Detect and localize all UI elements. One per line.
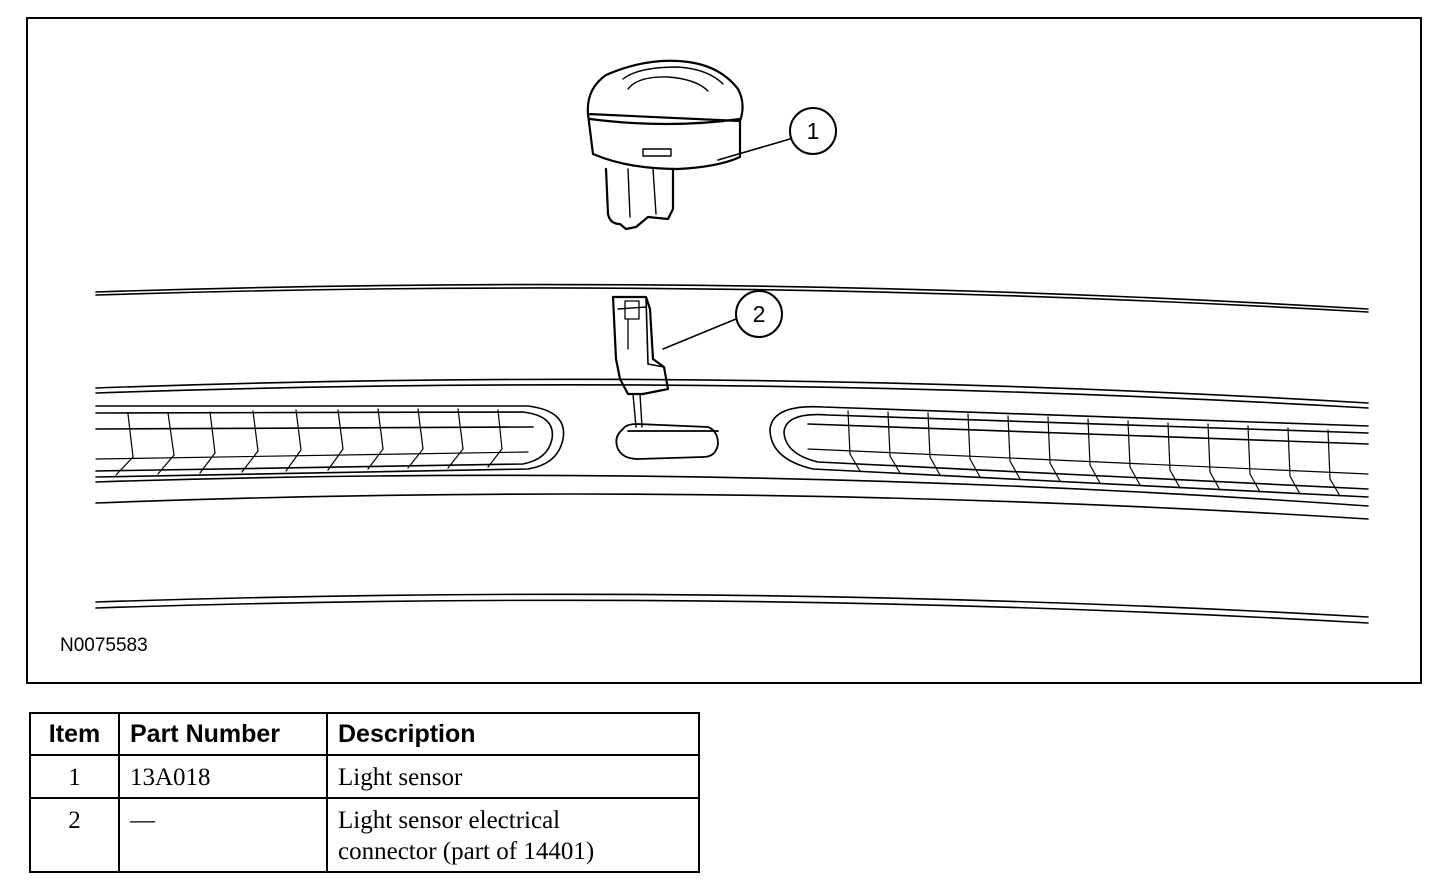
description-line: Light sensor electrical: [338, 807, 561, 834]
header-description: Description: [326, 712, 700, 756]
light-sensor-illustration: 1 2: [95, 59, 1369, 624]
description-line: Light sensor: [338, 764, 463, 791]
description-line: connector (part of 14401): [338, 838, 595, 865]
callout-circle-1: [789, 107, 837, 155]
light-sensor: [586, 59, 744, 231]
figure-id: N0075583: [60, 635, 148, 656]
item-cell: 2: [29, 797, 120, 873]
table-row: 1 13A018 Light sensor: [29, 754, 700, 799]
header-part-number: Part Number: [118, 712, 328, 756]
header-item: Item: [29, 712, 120, 756]
description-cell: Light sensor: [326, 754, 700, 799]
sensor-mounting-hole: [615, 423, 719, 460]
defroster-ridge: [95, 378, 1369, 409]
electrical-connector: [611, 295, 670, 428]
callout-label-2: 2: [753, 301, 766, 327]
figure-frame: 1 2 N0075583: [26, 17, 1422, 684]
item-cell: 1: [29, 754, 120, 799]
description-cell: Light sensor electrical connector (part …: [326, 797, 700, 873]
left-defroster-vent: [95, 405, 565, 478]
parts-table: Item Part Number Description 1 13A018 Li…: [29, 712, 700, 873]
callout-leaders: [662, 138, 791, 350]
dashboard-top-edge: [95, 283, 1369, 313]
table-header-row: Item Part Number Description: [29, 712, 700, 756]
right-defroster-vent: [769, 405, 1369, 498]
table-row: 2 — Light sensor electrical connector (p…: [29, 797, 700, 873]
dashboard-lower-edge: [95, 474, 1369, 624]
part-number-cell: 13A018: [118, 754, 328, 799]
part-number-cell: —: [118, 797, 328, 873]
callout-label-1: 1: [807, 118, 820, 144]
callout-circle-2: [735, 290, 783, 338]
